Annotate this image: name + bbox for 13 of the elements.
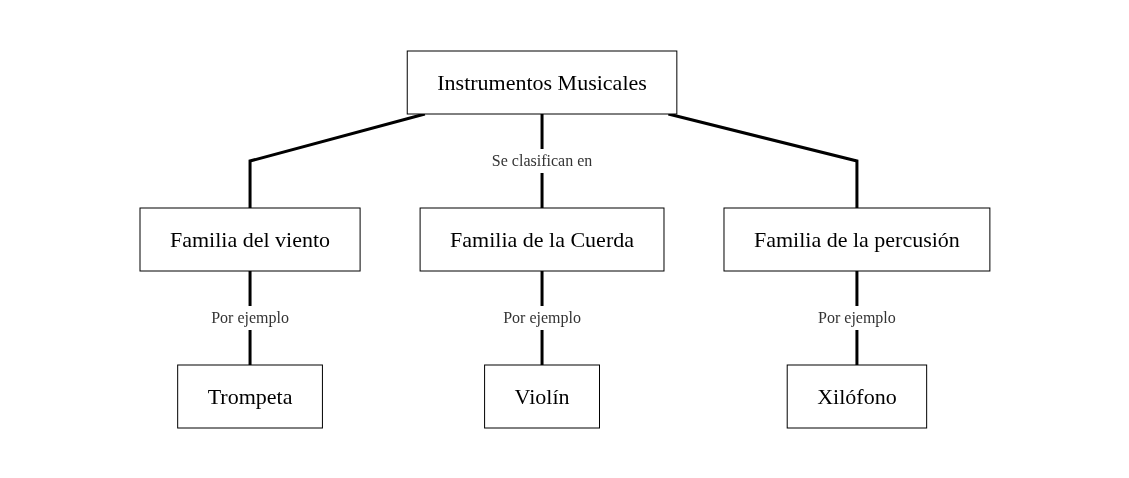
node-box: Familia de la percusión (723, 207, 990, 271)
node-box: Xilófono (786, 364, 927, 428)
node-box: Violín (483, 364, 600, 428)
edge-label: Se clasifican en (491, 151, 592, 169)
node-box: Familia del viento (139, 207, 361, 271)
edge-label: Por ejemplo (210, 308, 289, 326)
connector (248, 112, 425, 208)
edge-label: Por ejemplo (502, 308, 581, 326)
edge-label: Por ejemplo (817, 308, 896, 326)
connector (667, 112, 858, 208)
node-box: Trompeta (176, 364, 323, 428)
node-box: Familia de la Cuerda (419, 207, 665, 271)
node-box: Instrumentos Musicales (406, 50, 677, 114)
